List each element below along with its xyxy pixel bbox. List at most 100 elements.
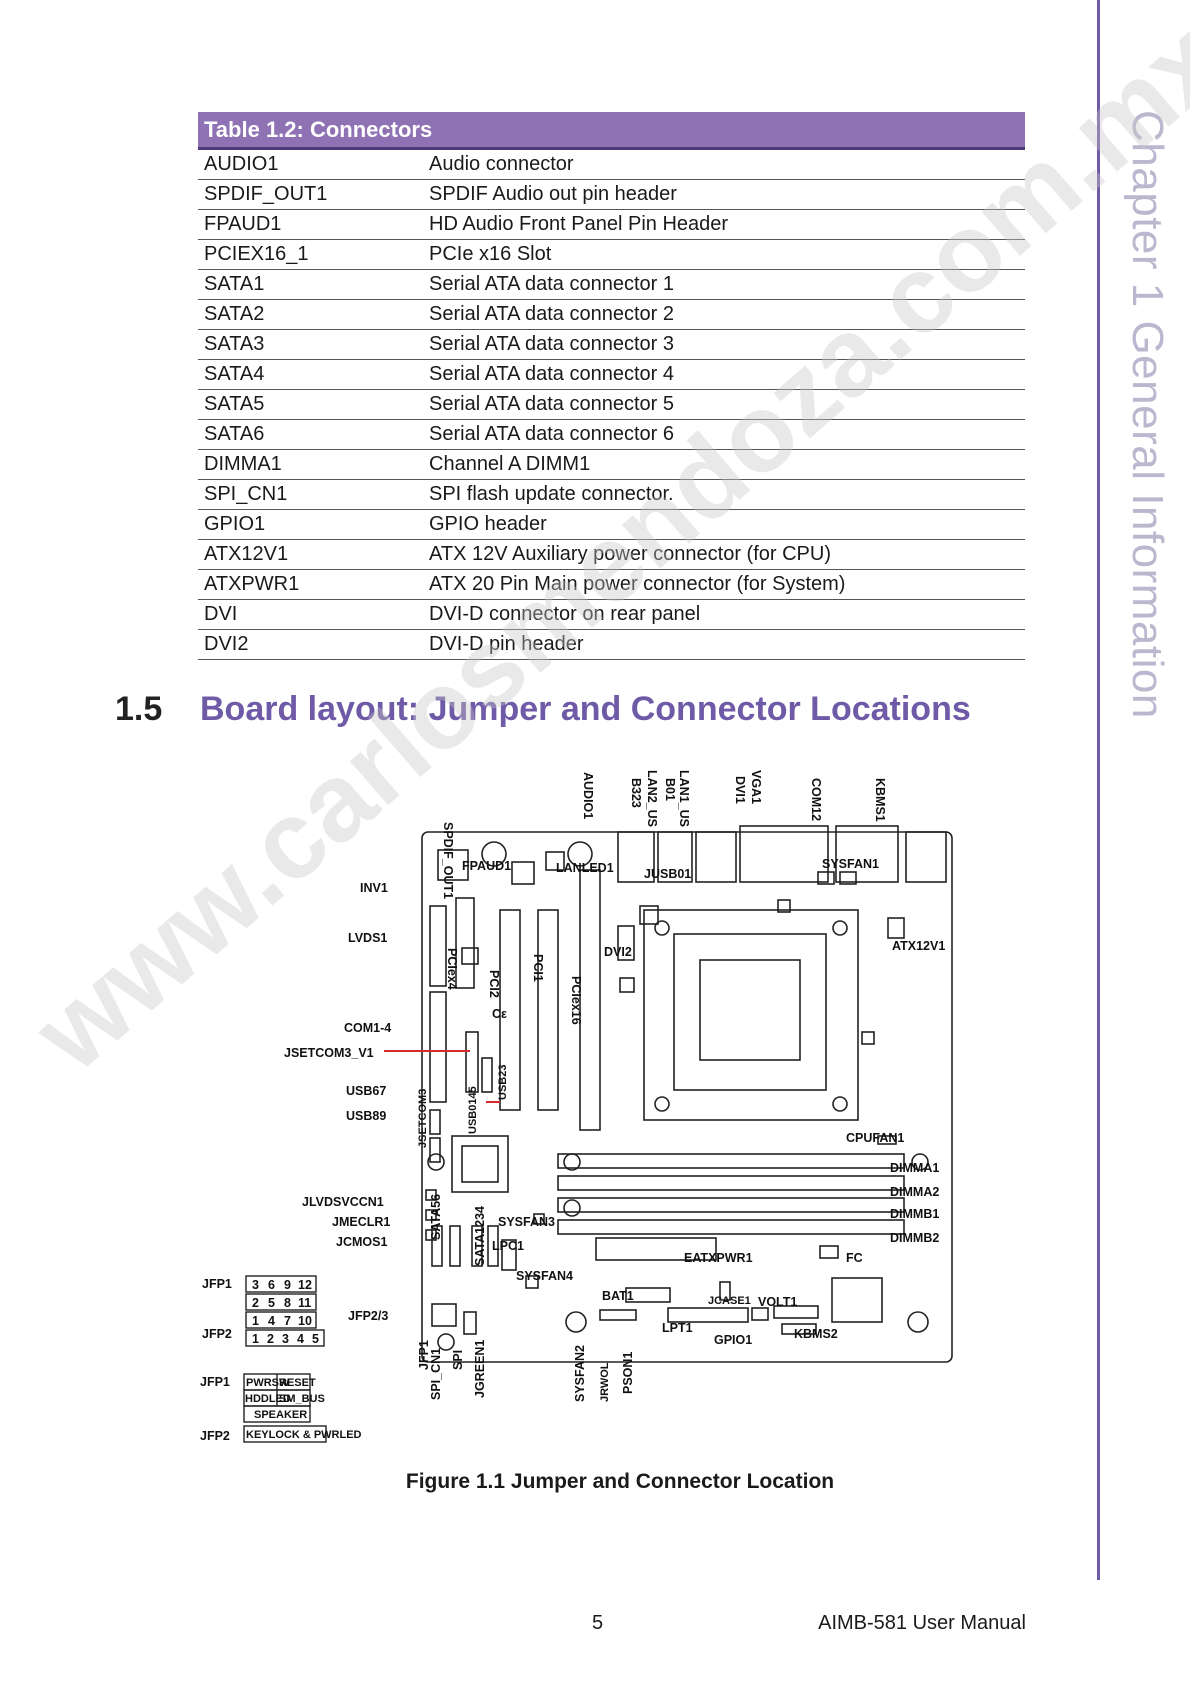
label-jfp1-board: JFP1 [417, 1340, 431, 1370]
connector-name: DVI2 [198, 629, 423, 660]
label-jrwol: JRWOL [599, 1362, 611, 1402]
mount-hole [565, 1311, 587, 1333]
usb67-header [429, 1109, 441, 1135]
label-audio: AUDIO1 [581, 772, 595, 819]
side-rule [1097, 0, 1100, 1580]
connector-name: ATX12V1 [198, 539, 423, 570]
pin-number: 3 [252, 1278, 259, 1292]
label-jgreen: JGREEN1 [473, 1340, 487, 1398]
legend-jfp1-label: JFP1 [202, 1277, 232, 1291]
label-usb89: USB89 [346, 1109, 386, 1123]
connector-name: AUDIO1 [198, 148, 423, 180]
label-jlvds: JLVDSVCCN1 [302, 1195, 384, 1209]
manual-title: AIMB-581 User Manual [818, 1612, 1026, 1634]
connector-desc: ATX 20 Pin Main power connector (for Sys… [423, 569, 1025, 600]
label-spdif: SPDIF_OUT1 [441, 822, 455, 899]
label-sysfan3: SYSFAN3 [498, 1215, 555, 1229]
battery [625, 1287, 671, 1303]
io-chip [831, 1277, 883, 1323]
pciex16-slot [579, 869, 601, 1131]
label-eatxpwr: EATXPWR1 [684, 1251, 753, 1265]
connector-name: GPIO1 [198, 509, 423, 540]
label-spicn: SPI_CN1 [429, 1348, 443, 1400]
com-header [429, 991, 447, 1103]
label-dimmb1: DIMMB1 [890, 1207, 939, 1221]
connector-name: SATA3 [198, 329, 423, 360]
vga-dvi-port [739, 825, 829, 883]
figure-caption: Figure 1.1 Jumper and Connector Location [405, 1470, 835, 1493]
label-lanled: LANLED1 [556, 861, 614, 875]
pin-number: 10 [298, 1314, 312, 1328]
jlvds-jumper [425, 1189, 437, 1201]
chipset-core [461, 1145, 499, 1183]
connector-desc: Channel A DIMM1 [423, 449, 1025, 480]
jfp23-header [431, 1303, 457, 1327]
mount-hole [654, 920, 670, 936]
label-pci1: PCI1 [531, 954, 545, 982]
connector-desc: GPIO header [423, 509, 1025, 540]
connector-name: SATA5 [198, 389, 423, 420]
label-atx12v: ATX12V1 [892, 939, 945, 953]
label-usb67: USB67 [346, 1084, 386, 1098]
func-row [243, 1425, 327, 1443]
sata56-header [431, 1225, 443, 1267]
small-chip [777, 899, 791, 913]
jfp-function-legend: JFP1 JFP2 PWRSW RESET HDDLED SM_BUS SPEA… [200, 1373, 362, 1443]
label-pci2: PCI2 [487, 970, 501, 998]
lvds-header [429, 905, 447, 987]
label-pciex16: PCIex16 [569, 976, 583, 1025]
chipset [451, 1135, 509, 1193]
connector-name: SATA2 [198, 299, 423, 330]
inv-chip [437, 849, 469, 881]
connector-name: SPI_CN1 [198, 479, 423, 510]
jcmos-jumper [425, 1229, 437, 1241]
kbms-port [905, 831, 947, 883]
mount-hole [654, 1096, 670, 1112]
pin-row [245, 1329, 325, 1347]
pin-number: 9 [284, 1278, 291, 1292]
mount-hole [563, 1199, 581, 1217]
label-com12: COM12 [809, 778, 823, 821]
pin-number: 7 [284, 1314, 291, 1328]
label-b323: B323 [629, 778, 643, 808]
jsetcom3-header [465, 1031, 479, 1093]
fpaud-chip [511, 861, 535, 885]
label-inv1: INV1 [360, 881, 388, 895]
gpio-header [751, 1307, 769, 1321]
label-jusb01: JUSB01 [644, 867, 691, 881]
pin-number: 12 [298, 1278, 312, 1292]
pin-row [245, 1311, 317, 1329]
label-fpaud: FPAUD1 [462, 859, 511, 873]
connector-desc: Audio connector [423, 148, 1025, 180]
label-fc: FC [846, 1251, 863, 1265]
func-hddled: HDDLED [245, 1393, 291, 1405]
connector-desc: HD Audio Front Panel Pin Header [423, 209, 1025, 240]
mount-hole [911, 1153, 929, 1171]
dimma1-slot [557, 1153, 905, 1169]
connector-name: SPDIF_OUT1 [198, 179, 423, 210]
pin-number: 1 [252, 1314, 259, 1328]
pci1-slot [537, 909, 559, 1111]
label-spi: SPI [451, 1350, 465, 1370]
pin-number: 3 [282, 1332, 289, 1346]
label-bat1: BAT1 [602, 1289, 634, 1303]
label-lvds1: LVDS1 [348, 931, 387, 945]
connector-desc: Serial ATA data connector 3 [423, 329, 1025, 360]
label-pson: PSON1 [621, 1352, 635, 1394]
jfp-pin-legend: JFP1 JFP2 3 6 9 12 2 5 8 11 1 4 7 10 1 2… [202, 1275, 325, 1347]
lpc-header [501, 1239, 517, 1271]
label-b01: B01 [663, 778, 677, 801]
connector-name: FPAUD1 [198, 209, 423, 240]
cpu-socket [673, 933, 827, 1091]
pin-number: 11 [298, 1296, 311, 1310]
chapter-tab: Chapter 1 General Information [1123, 110, 1172, 770]
